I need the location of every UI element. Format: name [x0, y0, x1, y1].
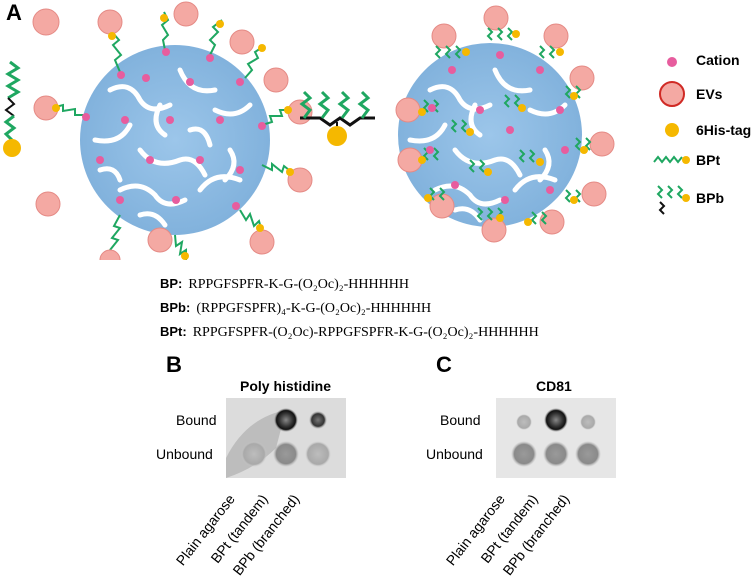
ev-circle-icon	[659, 81, 685, 107]
legend-label-evs: EVs	[696, 86, 723, 102]
blot-b-dot-bound-bpb	[309, 411, 327, 429]
blot-c-row-label-unbound: Unbound	[426, 446, 483, 462]
blot-c-col-labels: Plain agarose BPt (tandem) BPb (branched…	[406, 488, 572, 578]
cation-dot-icon	[667, 57, 677, 67]
blot-b-dot-unbound-plain	[241, 441, 267, 467]
blot-b-col-labels: Plain agarose BPt (tandem) BPb (branched…	[136, 488, 302, 578]
panel-label-a: A	[6, 0, 22, 25]
sequence-text: (RPPGFSPFR)₄-K-G-(O₂Oc)₂-HHHHHH	[196, 301, 432, 316]
legend-label-bpb: BPb	[696, 190, 724, 206]
bpb-free-peptide-icon	[299, 90, 375, 146]
blot-c-dot-unbound-bpb	[575, 441, 601, 467]
sequence-row-bpb: BPb: (RPPGFSPFR)₄-K-G-(O₂Oc)₂-HHHHHH	[160, 300, 539, 324]
legend-label-bpt: BPt	[696, 152, 721, 168]
blot-c-dot-bound-bpb	[580, 414, 596, 430]
blot-b-dot-unbound-bpb	[305, 441, 331, 467]
legend-label-cation: Cation	[696, 52, 740, 68]
blot-b-dot-bound-bpt	[274, 408, 298, 432]
panel-label-c: C	[436, 352, 452, 377]
bpt-linker-icon	[653, 155, 690, 164]
blot-c-dot-bound-plain	[516, 414, 532, 430]
bpb-linker-icon	[656, 185, 690, 215]
sequence-key: BP:	[160, 276, 183, 291]
blot-b-row-label-bound: Bound	[176, 412, 217, 428]
blot-b-title: Poly histidine	[240, 378, 332, 394]
sequence-list: BP: RPPGFSPFR-K-G-(O₂Oc)₂-HHHHHH BPb: (RPP…	[160, 276, 539, 348]
blot-c-membrane	[496, 398, 616, 478]
sequence-text: RPPGFSPFR-(O₂Oc)-RPPGFSPFR-K-G-(O₂Oc)₂-H…	[192, 325, 539, 340]
sequence-key: BPb:	[160, 300, 191, 315]
bpt-free-peptide-icon	[3, 60, 21, 157]
blot-c-dot-unbound-bpt	[543, 441, 569, 467]
blot-c-dot-bound-bpt	[544, 408, 568, 432]
ev-with-bpt-icon	[32, 1, 313, 260]
sequence-key: BPt:	[160, 324, 187, 339]
blot-c-title: CD81	[536, 378, 572, 394]
blot-b-row-label-unbound: Unbound	[156, 446, 213, 462]
panel-a-schematic	[3, 1, 615, 260]
panel-label-b: B	[166, 352, 182, 377]
sequence-text: RPPGFSPFR-K-G-(O₂Oc)₂-HHHHHH	[188, 277, 409, 292]
sequence-row-bp: BP: RPPGFSPFR-K-G-(O₂Oc)₂-HHHHHH	[160, 276, 539, 300]
his-tag-dot-icon	[665, 123, 679, 137]
blot-c-dot-unbound-plain	[511, 441, 537, 467]
sequence-row-bpt: BPt: RPPGFSPFR-(O₂Oc)-RPPGFSPFR-K-G-(O₂Oc…	[160, 324, 539, 348]
ev-with-bpb-icon	[395, 5, 615, 243]
blot-c-row-label-bound: Bound	[440, 412, 481, 428]
legend: Cation EVs 6His-tag BPt BPb	[650, 50, 754, 220]
blot-b-membrane	[226, 398, 346, 478]
blot-b-dot-unbound-bpt	[273, 441, 299, 467]
legend-label-his-tag: 6His-tag	[696, 122, 752, 138]
